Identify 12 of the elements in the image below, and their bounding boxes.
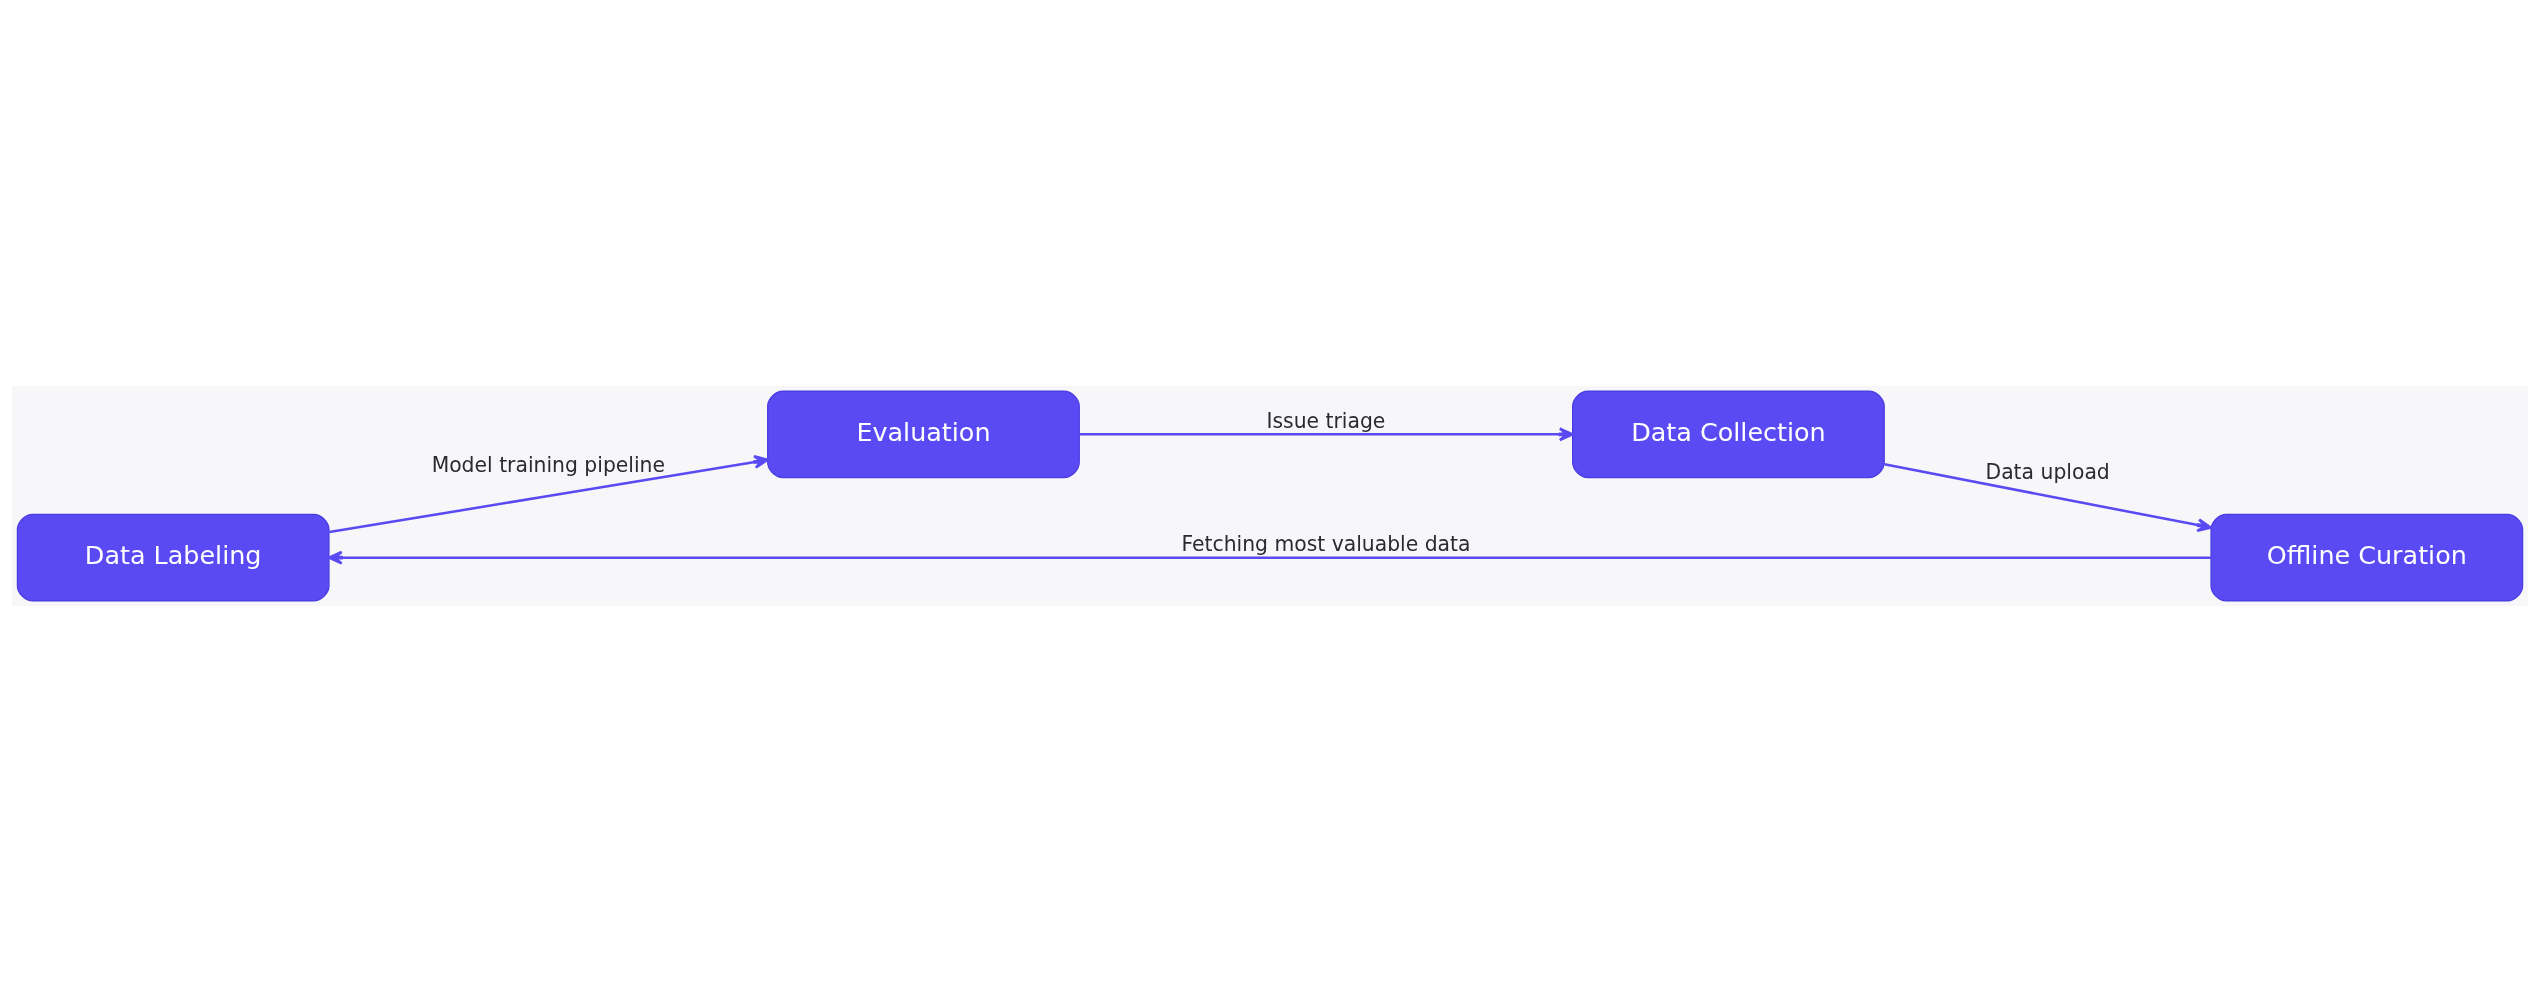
edge-label: Data upload — [1985, 459, 2110, 484]
node-box: Offline Curation — [2210, 513, 2524, 602]
arrow — [329, 455, 769, 534]
edge-label: Model training pipeline — [431, 453, 665, 478]
node-box: Data Collection — [1572, 390, 1885, 479]
edge-label: Fetching most valuable data — [1181, 532, 1471, 557]
arrow — [327, 550, 2211, 565]
edge-label: Issue triage — [1266, 408, 1386, 433]
node-box: Data Labeling — [16, 513, 330, 602]
arrow — [1079, 427, 1574, 442]
node-box: Evaluation — [767, 390, 1080, 479]
arrow — [1884, 463, 2212, 533]
